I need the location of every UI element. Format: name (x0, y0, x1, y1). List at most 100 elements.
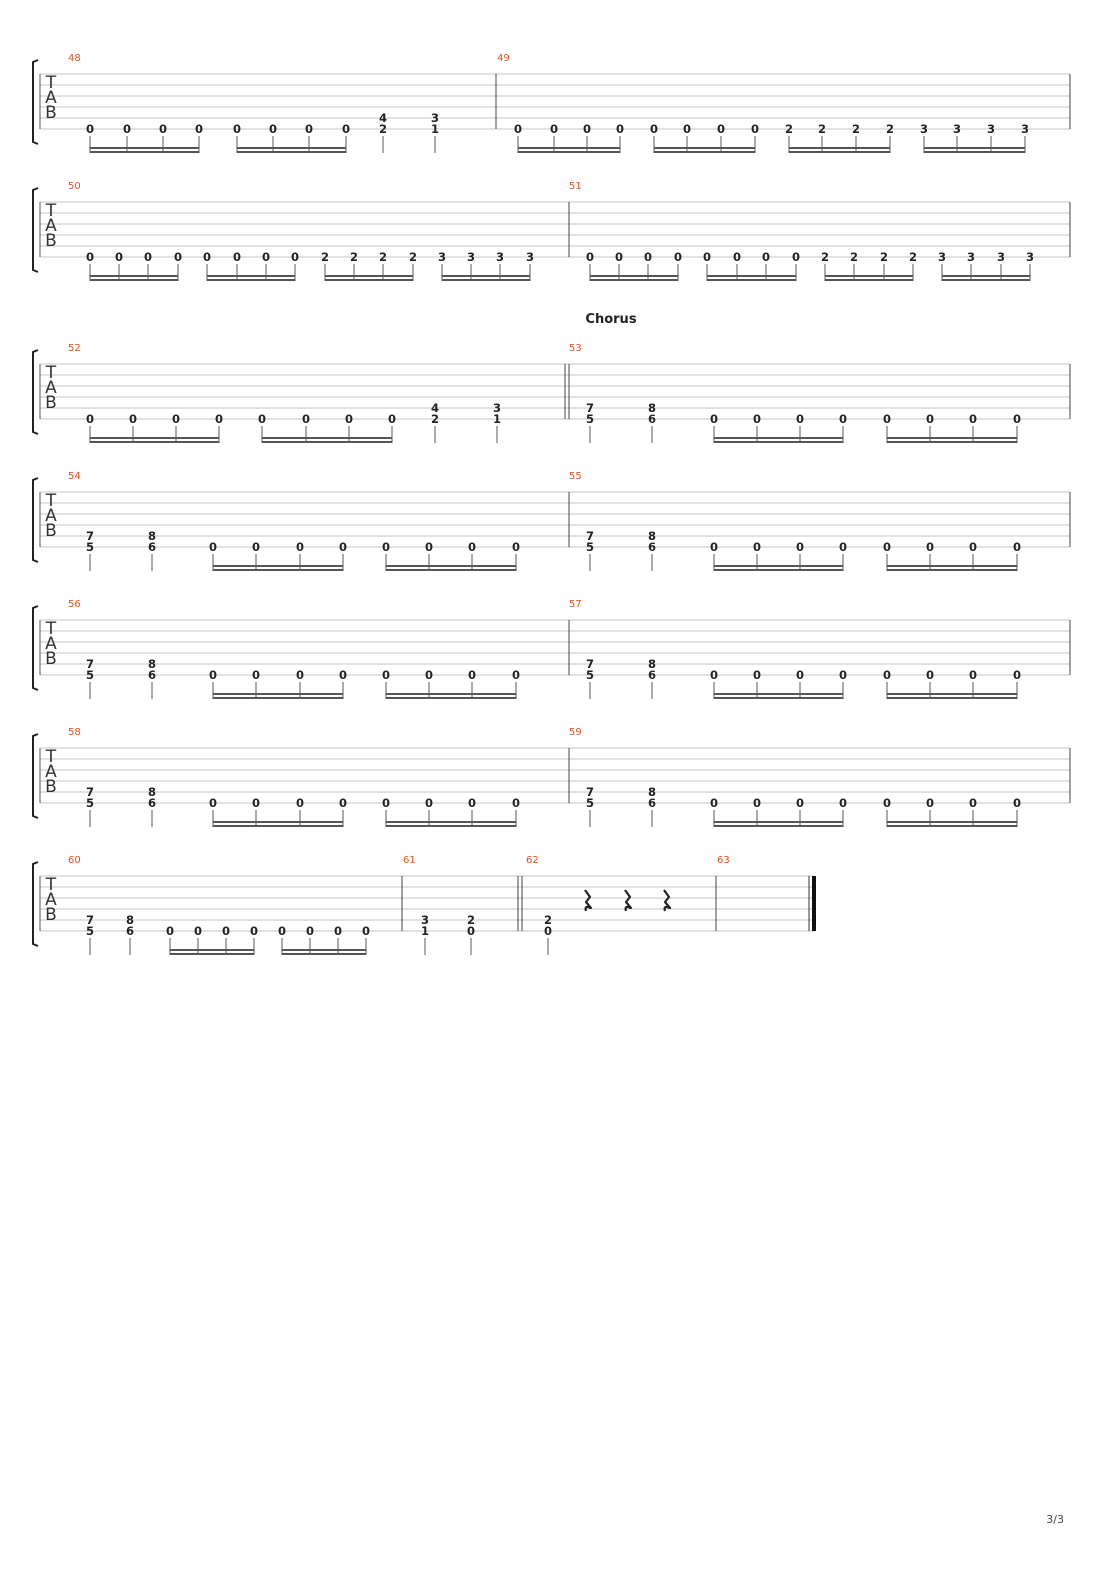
section-label: Chorus (585, 312, 636, 327)
fret-number: 0 (969, 540, 977, 554)
fret-number: 3 (1026, 250, 1034, 264)
tab-clef-letter: B (45, 231, 57, 251)
fret-number: 0 (839, 668, 847, 682)
fret-number: 0 (514, 122, 522, 136)
fret-number: 7 (586, 785, 594, 799)
tab-clef-letter: T (45, 491, 57, 511)
fret-number: 0 (86, 122, 94, 136)
fret-number: 3 (438, 250, 446, 264)
measure-number: 52 (68, 343, 81, 354)
fret-number: 0 (362, 924, 370, 938)
fret-number: 7 (86, 913, 94, 927)
fret-number: 0 (425, 540, 433, 554)
fret-number: 0 (683, 122, 691, 136)
fret-number: 5 (586, 668, 594, 682)
measure-number: 58 (68, 727, 81, 738)
tab-clef-letter: B (45, 103, 57, 123)
fret-number: 6 (648, 668, 656, 682)
measure-number: 57 (569, 599, 582, 610)
measure-number: 61 (403, 855, 416, 866)
tab-clef-letter: B (45, 905, 57, 925)
fret-number: 0 (512, 796, 520, 810)
fret-number: 8 (126, 913, 134, 927)
quarter-rest (624, 889, 633, 912)
fret-number: 0 (1013, 412, 1021, 426)
fret-number: 0 (751, 122, 759, 136)
fret-number: 0 (969, 668, 977, 682)
fret-number: 0 (222, 924, 230, 938)
fret-number: 0 (233, 250, 241, 264)
measure-number: 59 (569, 727, 582, 738)
fret-number: 0 (796, 796, 804, 810)
tab-clef-letter: T (45, 619, 57, 639)
fret-number: 0 (209, 796, 217, 810)
fret-number: 0 (1013, 668, 1021, 682)
fret-number: 0 (883, 668, 891, 682)
fret-number: 2 (909, 250, 917, 264)
fret-number: 8 (648, 657, 656, 671)
tab-clef-letter: T (45, 363, 57, 383)
fret-number: 7 (86, 657, 94, 671)
tab-clef-letter: B (45, 649, 57, 669)
tab-clef-letter: A (45, 762, 57, 782)
fret-number: 0 (258, 412, 266, 426)
fret-number: 5 (86, 796, 94, 810)
fret-number: 6 (148, 668, 156, 682)
fret-number: 8 (648, 785, 656, 799)
measure-number: 49 (497, 53, 510, 64)
fret-number: 0 (969, 796, 977, 810)
fret-number: 6 (648, 796, 656, 810)
fret-number: 0 (425, 668, 433, 682)
fret-number: 2 (785, 122, 793, 136)
system-brace (32, 349, 39, 435)
fret-number: 8 (148, 657, 156, 671)
fret-number: 0 (388, 412, 396, 426)
fret-number: 4 (379, 111, 387, 125)
fret-number: 0 (753, 540, 761, 554)
fret-number: 6 (648, 540, 656, 554)
fret-number: 8 (148, 529, 156, 543)
fret-number: 8 (648, 529, 656, 543)
fret-number: 3 (953, 122, 961, 136)
fret-number: 0 (252, 540, 260, 554)
fret-number: 3 (997, 250, 1005, 264)
fret-number: 2 (379, 122, 387, 136)
measure-number: 63 (717, 855, 730, 866)
fret-number: 3 (421, 913, 429, 927)
fret-number: 6 (648, 412, 656, 426)
fret-number: 0 (644, 250, 652, 264)
fret-number: 0 (792, 250, 800, 264)
fret-number: 6 (148, 796, 156, 810)
fret-number: 3 (967, 250, 975, 264)
fret-number: 2 (818, 122, 826, 136)
fret-number: 7 (586, 401, 594, 415)
fret-number: 2 (850, 250, 858, 264)
measure-number: 54 (68, 471, 81, 482)
fret-number: 0 (926, 796, 934, 810)
fret-number: 0 (512, 540, 520, 554)
fret-number: 0 (209, 668, 217, 682)
tab-clef-letter: T (45, 73, 57, 93)
tab-clef-letter: A (45, 634, 57, 654)
fret-number: 2 (467, 913, 475, 927)
fret-number: 3 (496, 250, 504, 264)
measure-number: 56 (68, 599, 81, 610)
fret-number: 3 (467, 250, 475, 264)
fret-number: 0 (250, 924, 258, 938)
fret-number: 0 (753, 796, 761, 810)
fret-number: 0 (710, 668, 718, 682)
fret-number: 2 (321, 250, 329, 264)
tab-clef-letter: A (45, 506, 57, 526)
fret-number: 0 (296, 796, 304, 810)
fret-number: 2 (880, 250, 888, 264)
fret-number: 0 (883, 540, 891, 554)
fret-number: 6 (148, 540, 156, 554)
fret-number: 0 (306, 924, 314, 938)
system-brace (32, 605, 39, 691)
tab-clef-letter: B (45, 521, 57, 541)
fret-number: 0 (710, 796, 718, 810)
fret-number: 0 (796, 412, 804, 426)
tab-clef-letter: A (45, 88, 57, 108)
fret-number: 0 (86, 412, 94, 426)
